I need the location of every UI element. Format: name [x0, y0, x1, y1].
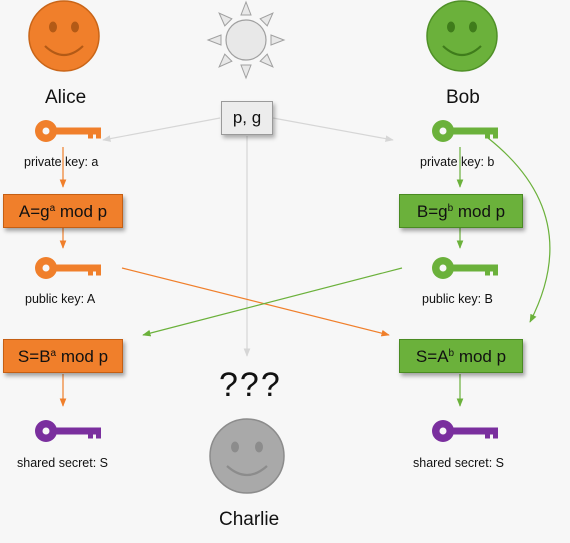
alice-compute-secret-pre: S=B — [17, 347, 51, 366]
bob-compute-public-exp: b — [447, 203, 454, 214]
bob-compute-secret-pre: S=A — [415, 347, 449, 366]
alice-compute-secret-post: mod p — [56, 347, 109, 366]
bob-avatar-icon — [426, 0, 498, 72]
alice-private-key-icon — [35, 120, 101, 142]
bob-compute-secret-exp: b — [448, 348, 455, 359]
sun-icon — [206, 0, 286, 80]
alice-compute-public-box: A=ga mod p — [3, 194, 123, 228]
bob-shared-secret-label: shared secret: S — [413, 456, 505, 470]
bob-public-key-icon — [432, 257, 498, 279]
bob-compute-public-box: B=gb mod p — [399, 194, 523, 228]
bob-public-key-label: public key: B — [422, 292, 493, 306]
alice-compute-secret-exp: a — [50, 348, 57, 359]
charlie-name: Charlie — [219, 509, 280, 530]
alice-compute-public-post: mod p — [55, 202, 108, 221]
bob-shared-secret-key-icon — [432, 420, 498, 442]
alice-name: Alice — [45, 87, 87, 108]
bob-compute-secret-box: S=Ab mod p — [399, 339, 523, 373]
charlie-avatar-icon — [209, 418, 285, 494]
bob-compute-public-post: mod p — [453, 202, 506, 221]
alice-avatar-icon — [28, 0, 100, 72]
bob-name: Bob — [446, 87, 480, 108]
alice-public-key-label: public key: A — [25, 292, 96, 306]
alice-shared-secret-label: shared secret: S — [17, 456, 109, 470]
bob-compute-public-pre: B=g — [416, 202, 448, 221]
alice-public-key-icon — [35, 257, 101, 279]
alice-shared-secret-key-icon — [35, 420, 101, 442]
bob-private-key-label: private key: b — [420, 155, 495, 169]
alice-compute-secret-box: S=Ba mod p — [3, 339, 123, 373]
public-params-box: p, g — [221, 101, 273, 135]
alice-compute-public-exp: a — [49, 203, 56, 214]
alice-private-key-label: private key: a — [24, 155, 99, 169]
unknown-question-marks: ??? — [219, 366, 282, 404]
bob-compute-secret-post: mod p — [454, 347, 507, 366]
bob-private-key-icon — [432, 120, 498, 142]
alice-compute-public-pre: A=g — [18, 202, 50, 221]
